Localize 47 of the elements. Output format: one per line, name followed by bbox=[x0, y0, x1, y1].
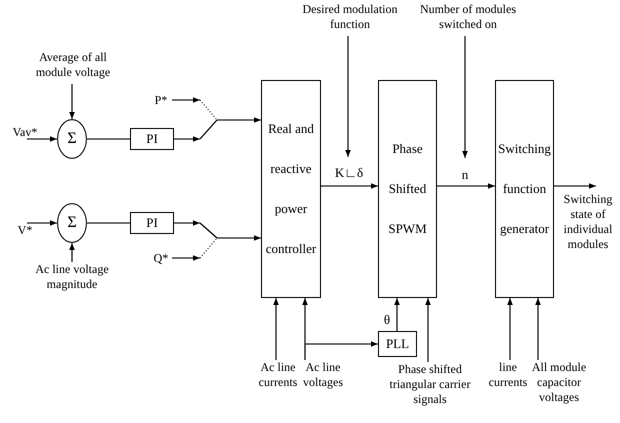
arrow bbox=[437, 183, 495, 189]
arrow bbox=[69, 84, 75, 119]
signal-label: Ac line currents bbox=[256, 360, 300, 392]
arrow bbox=[27, 136, 57, 142]
arrow bbox=[535, 298, 541, 360]
signal-label: Phase shifted triangular carrier signals bbox=[380, 362, 480, 412]
signal-label: Number of modules switched on bbox=[412, 2, 524, 36]
block-box: Switching function generator bbox=[495, 80, 554, 298]
summing-junction: Σ bbox=[57, 203, 87, 243]
block-box: Real and reactive power controller bbox=[261, 80, 321, 298]
arrow bbox=[174, 220, 200, 226]
arrow bbox=[507, 298, 513, 360]
summing-junction: Σ bbox=[57, 119, 87, 159]
signal-label: line currents bbox=[486, 360, 530, 392]
block-box: Phase Shifted SPWM bbox=[378, 80, 437, 298]
edge-label: θ bbox=[382, 313, 392, 327]
signal-label: Desired modulation function bbox=[298, 2, 402, 36]
arrow bbox=[69, 243, 75, 262]
arrow bbox=[425, 298, 431, 362]
arrow bbox=[27, 220, 57, 226]
arrow bbox=[273, 298, 279, 360]
signal-label: Switching state of individual modules bbox=[556, 186, 620, 248]
signal-label: P* bbox=[150, 93, 172, 107]
edge-label: K∟δ bbox=[334, 166, 364, 180]
signal-label: All module capacitor voltages bbox=[528, 360, 590, 410]
arrow bbox=[394, 298, 400, 331]
arrow bbox=[174, 136, 200, 142]
signal-label: V* bbox=[12, 223, 38, 239]
arrow bbox=[304, 341, 378, 360]
signal-label: Q* bbox=[150, 251, 172, 265]
switch-symbol bbox=[200, 223, 217, 258]
process-box: PI bbox=[130, 212, 174, 234]
arrow bbox=[462, 36, 468, 158]
arrow bbox=[172, 97, 200, 103]
arrow bbox=[217, 235, 261, 241]
process-box: PI bbox=[130, 128, 174, 150]
signal-label: Ac line voltages bbox=[300, 360, 346, 392]
process-box: PLL bbox=[378, 331, 417, 357]
arrow bbox=[172, 255, 200, 261]
signal-label: Ac line voltage magnitude bbox=[22, 262, 122, 294]
signal-label: Vav* bbox=[8, 125, 42, 139]
signal-label: Average of all module voltage bbox=[30, 50, 116, 84]
switch-symbol bbox=[200, 100, 217, 139]
arrow bbox=[554, 183, 596, 189]
arrow bbox=[345, 36, 351, 157]
arrow bbox=[321, 183, 378, 189]
arrow bbox=[217, 117, 261, 123]
